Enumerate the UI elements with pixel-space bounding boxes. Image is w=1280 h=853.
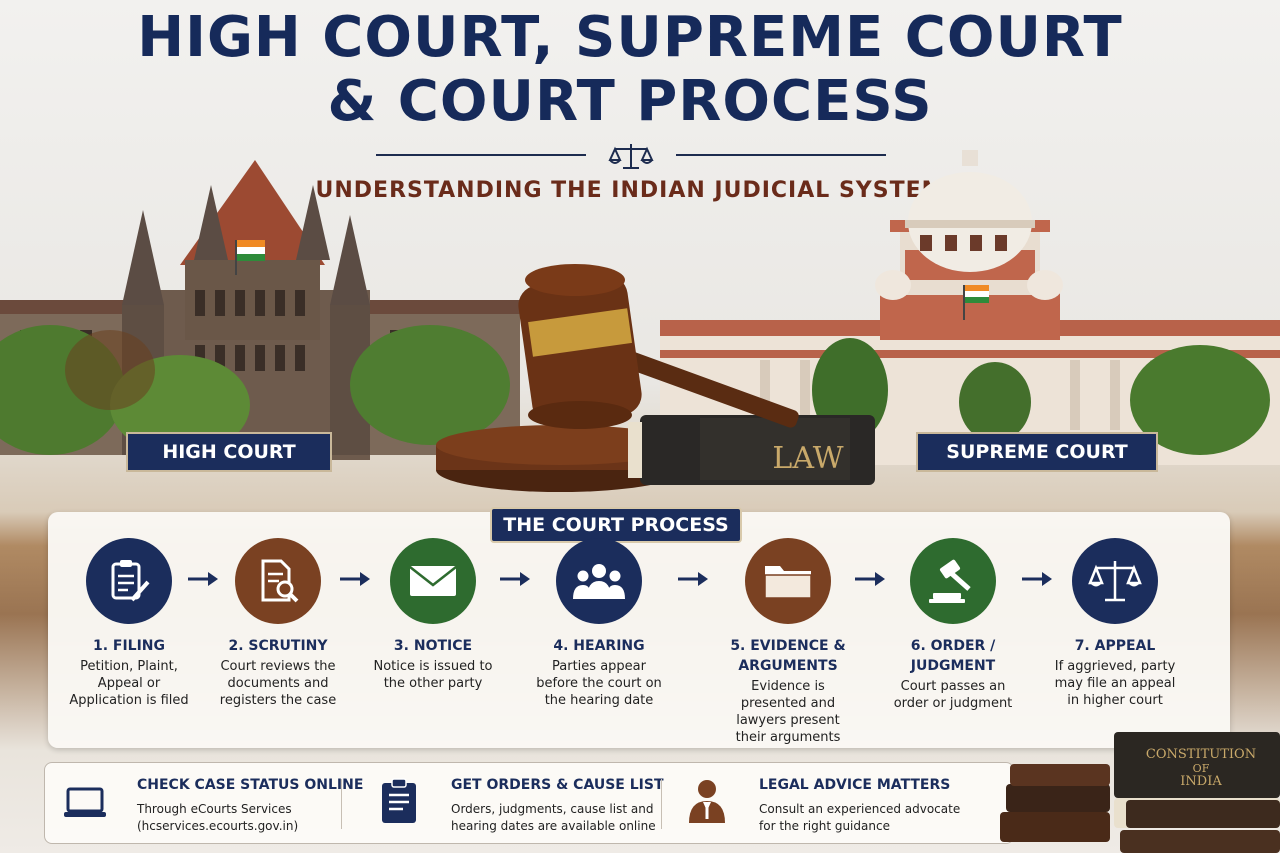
info-heading: LEGAL ADVICE MATTERS bbox=[759, 777, 951, 793]
subtitle: UNDERSTANDING THE INDIAN JUDICIAL SYSTEM bbox=[315, 178, 945, 203]
people-icon bbox=[573, 564, 625, 599]
step-order-judgment: 6. ORDER / JUDGMENT Court passes an orde… bbox=[873, 538, 1033, 712]
step-name: 2. SCRUTINY bbox=[228, 638, 328, 654]
arrow-right-icon bbox=[340, 572, 370, 586]
info-text: Through eCourts Services (hcservices.eco… bbox=[137, 801, 298, 835]
info-check-case-status: CHECK CASE STATUS ONLINE Through eCourts… bbox=[63, 763, 363, 843]
process-title: THE COURT PROCESS bbox=[490, 507, 742, 543]
step-scrutiny: 2. SCRUTINY Court reviews the documents … bbox=[198, 538, 358, 709]
info-line: for the right guidance bbox=[759, 819, 890, 833]
title-line-1: HIGH COURT, SUPREME COURT bbox=[137, 5, 1123, 70]
step-name: 5. EVIDENCE & ARGUMENTS bbox=[730, 638, 846, 674]
step-description: Parties appear before the court on the h… bbox=[536, 659, 662, 708]
step-icon-circle bbox=[390, 538, 476, 624]
step-icon-circle bbox=[556, 538, 642, 624]
constitution-title-line-2: OF bbox=[1193, 762, 1210, 775]
step-name: 1. FILING bbox=[92, 638, 166, 654]
info-line: Through eCourts Services bbox=[137, 802, 292, 816]
arrow-right-icon bbox=[855, 572, 885, 586]
step-evidence-arguments: 5. EVIDENCE & ARGUMENTS Evidence is pres… bbox=[708, 538, 868, 746]
book-spine-label: LAW bbox=[772, 441, 843, 476]
advocate-icon bbox=[689, 780, 725, 823]
folder-icon bbox=[764, 566, 812, 599]
page-title: HIGH COURT, SUPREME COURT & COURT PROCES… bbox=[0, 6, 1260, 134]
info-separator bbox=[661, 779, 662, 829]
clipboard-pen-icon bbox=[111, 560, 150, 602]
step-icon-circle bbox=[910, 538, 996, 624]
laptop-icon bbox=[64, 787, 106, 817]
constitution-books-illustration: CONSTITUTION OF INDIA bbox=[1000, 732, 1280, 853]
scales-icon bbox=[1088, 561, 1142, 602]
step-description: Evidence is presented and lawyers presen… bbox=[735, 679, 841, 745]
info-text: Consult an experienced advocate for the … bbox=[759, 801, 960, 835]
step-name: 7. APPEAL bbox=[1074, 638, 1156, 654]
info-heading: GET ORDERS & CAUSE LIST bbox=[451, 777, 664, 793]
step-name: 6. ORDER / JUDGMENT bbox=[910, 638, 996, 674]
title-divider bbox=[376, 144, 886, 169]
step-hearing: 4. HEARING Parties appear before the cou… bbox=[519, 538, 679, 709]
step-description: Petition, Plaint, Appeal or Application … bbox=[69, 659, 189, 708]
supreme-court-label: SUPREME COURT bbox=[916, 432, 1158, 472]
info-text: Orders, judgments, cause list and hearin… bbox=[451, 801, 656, 835]
info-heading: CHECK CASE STATUS ONLINE bbox=[137, 777, 364, 793]
step-description: If aggrieved, party may file an appeal i… bbox=[1054, 659, 1176, 708]
step-description: Notice is issued to the other party bbox=[373, 659, 493, 691]
scales-icon bbox=[608, 144, 654, 169]
constitution-title-line-3: INDIA bbox=[1180, 774, 1222, 789]
gavel-and-law-book: LAW bbox=[436, 264, 875, 492]
step-icon-circle bbox=[1072, 538, 1158, 624]
court-buildings-illustration: LAW bbox=[0, 150, 1280, 492]
step-icon-circle bbox=[86, 538, 172, 624]
step-icon-circle bbox=[235, 538, 321, 624]
clipboard-icon bbox=[382, 778, 416, 823]
arrow-right-icon bbox=[188, 572, 218, 586]
info-legal-advice: LEGAL ADVICE MATTERS Consult an experien… bbox=[685, 763, 995, 843]
envelope-icon bbox=[409, 566, 457, 596]
arrow-right-icon bbox=[678, 572, 708, 586]
arrow-right-icon bbox=[1022, 572, 1052, 586]
step-name: 4. HEARING bbox=[553, 638, 645, 654]
high-court-label: HIGH COURT bbox=[126, 432, 332, 472]
step-appeal: 7. APPEAL If aggrieved, party may file a… bbox=[1035, 538, 1195, 709]
info-line: Orders, judgments, cause list and bbox=[451, 802, 654, 816]
info-line: hearing dates are available online bbox=[451, 819, 656, 833]
step-name: 3. NOTICE bbox=[393, 638, 473, 654]
high-court-building bbox=[0, 160, 520, 460]
step-description: Court reviews the documents and register… bbox=[219, 659, 337, 708]
info-orders-cause-list: GET ORDERS & CAUSE LIST Orders, judgment… bbox=[377, 763, 677, 843]
constitution-title-line-1: CONSTITUTION bbox=[1146, 747, 1256, 762]
title-line-2: & COURT PROCESS bbox=[327, 69, 933, 134]
arrow-right-icon bbox=[500, 572, 530, 586]
step-icon-circle bbox=[745, 538, 831, 624]
step-notice: 3. NOTICE Notice is issued to the other … bbox=[353, 538, 513, 692]
info-bar: CHECK CASE STATUS ONLINE Through eCourts… bbox=[44, 762, 1014, 844]
info-separator bbox=[341, 779, 342, 829]
step-filing: 1. FILING Petition, Plaint, Appeal or Ap… bbox=[49, 538, 209, 709]
document-search-icon bbox=[261, 559, 299, 603]
info-line: Consult an experienced advocate bbox=[759, 802, 961, 816]
step-description: Court passes an order or judgment bbox=[893, 679, 1013, 711]
gavel-icon bbox=[929, 559, 971, 603]
info-line: (hcservices.ecourts.gov.in) bbox=[137, 819, 299, 833]
